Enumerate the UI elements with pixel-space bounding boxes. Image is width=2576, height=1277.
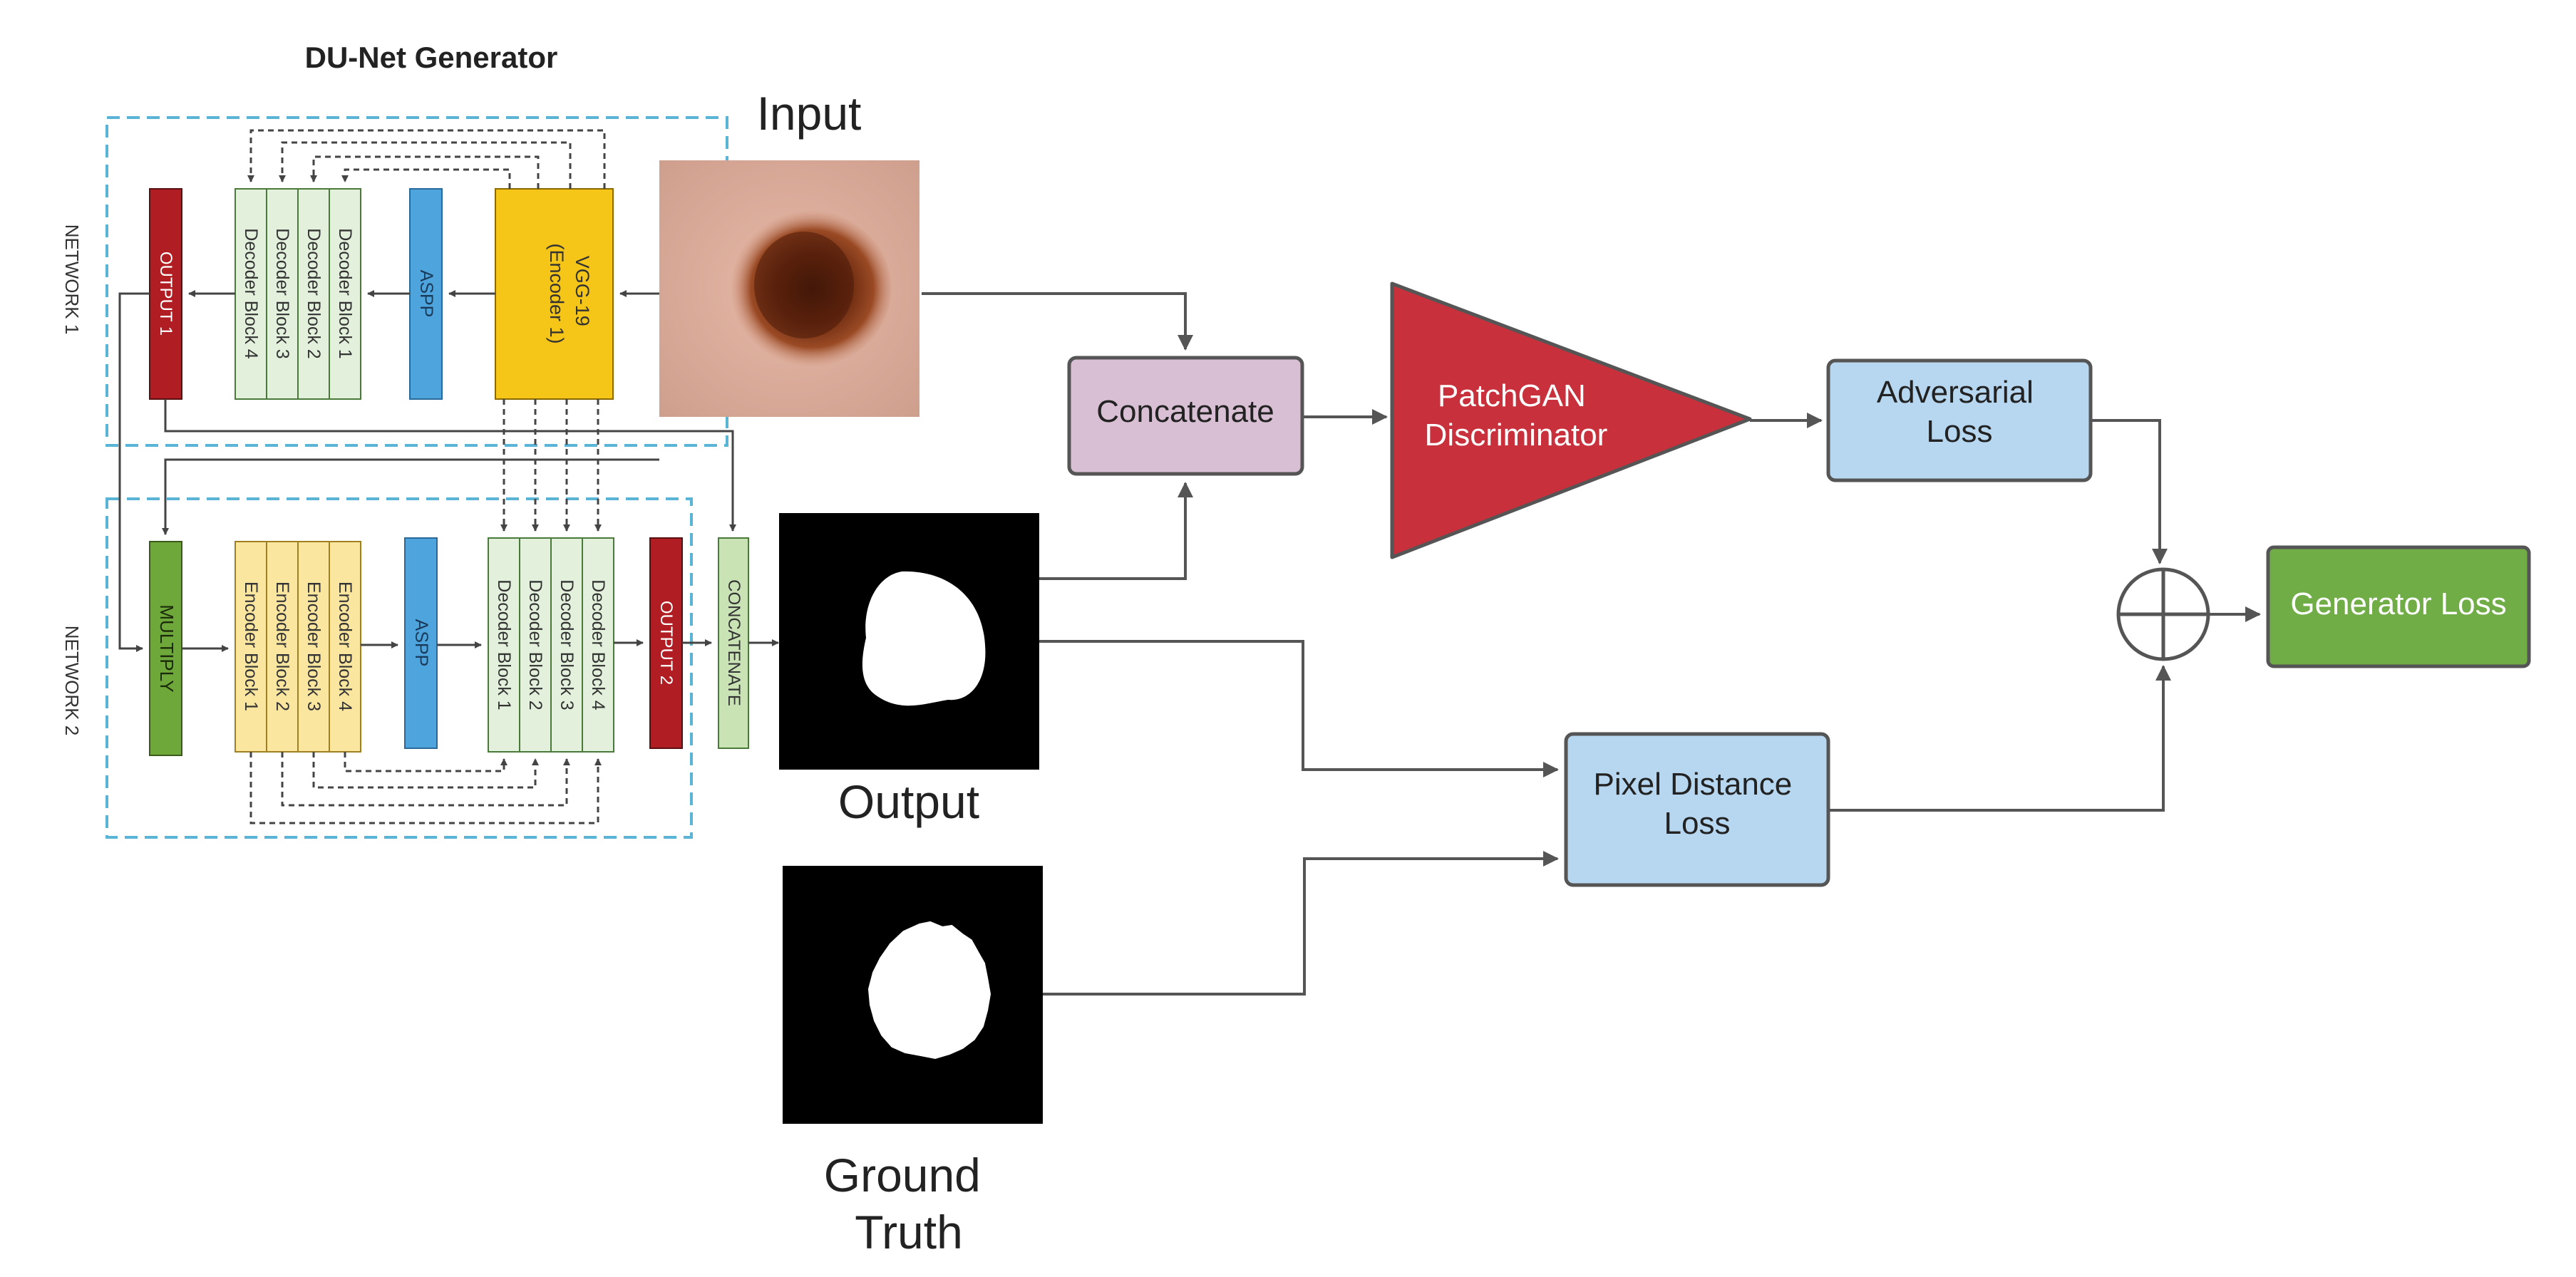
- n2-decoder-block-3: Decoder Block 3: [557, 579, 577, 710]
- output-mask-image: [779, 513, 1039, 770]
- n1-decoder-block-1: Decoder Block 1: [335, 228, 355, 358]
- ground-truth-label: Ground Truth: [824, 1149, 994, 1258]
- encoder1-to-decoder2-connections: [500, 399, 602, 532]
- ground-truth-mask-image: [783, 866, 1043, 1124]
- diagram-title: DU-Net Generator: [305, 41, 558, 74]
- pixel-loss-line-1: Pixel Distance: [1593, 767, 1792, 802]
- patchgan-discriminator: PatchGAN Discriminator: [1390, 281, 1752, 559]
- output2-label: OUTPUT 2: [656, 601, 676, 685]
- network2-skip-connections: [249, 752, 602, 824]
- n1-decoder-block-3: Decoder Block 3: [272, 228, 292, 358]
- network2-label: NETWORK 2: [61, 626, 83, 736]
- network2-encoder-stack: Encoder Block 1 Encoder Block 2 Encoder …: [235, 541, 361, 753]
- multiply-block: MULTIPLY: [149, 541, 182, 756]
- pixel-loss-line-2: Loss: [1664, 806, 1731, 841]
- input-image-label: Input: [757, 87, 862, 140]
- network1-skip-connections: [247, 129, 606, 189]
- concatenate-node: Concatenate: [1067, 356, 1304, 476]
- adversarial-loss-line-1: Adversarial: [1877, 375, 2034, 410]
- gan-connectors: [922, 292, 2261, 996]
- output1-block: OUTPUT 1: [149, 188, 182, 400]
- output1-label: OUTPUT 1: [156, 252, 175, 336]
- network2-concatenate-label: CONCATENATE: [724, 579, 743, 706]
- pixel-distance-loss-node: Pixel Distance Loss: [1564, 732, 1830, 887]
- vgg19-encoder-block: VGG-19 (Encoder 1): [495, 188, 614, 400]
- ground-truth-line-2: Truth: [855, 1206, 963, 1258]
- n2-encoder-block-2: Encoder Block 2: [272, 581, 292, 711]
- n1-decoder-block-4: Decoder Block 4: [241, 228, 261, 359]
- n1-decoder-block-2: Decoder Block 2: [304, 228, 324, 358]
- vgg19-line-2: (Encoder 1): [546, 243, 567, 343]
- adversarial-loss-line-2: Loss: [1927, 414, 1993, 449]
- network1-label: NETWORK 1: [61, 224, 83, 335]
- discriminator-line-2: Discriminator: [1425, 418, 1608, 453]
- generator-loss-node: Generator Loss: [2266, 545, 2531, 668]
- output-image-label: Output: [838, 775, 979, 828]
- discriminator-label: PatchGAN Discriminator: [1425, 378, 1608, 453]
- network2-decoder-stack: Decoder Block 1 Decoder Block 2 Decoder …: [488, 537, 614, 753]
- discriminator-line-1: PatchGAN: [1438, 378, 1586, 413]
- vgg19-line-1: VGG-19: [572, 256, 593, 326]
- n2-decoder-block-1: Decoder Block 1: [494, 579, 514, 710]
- n2-decoder-block-2: Decoder Block 2: [525, 579, 545, 710]
- vgg19-label: VGG-19 (Encoder 1): [546, 243, 593, 343]
- input-skin-image: [659, 160, 919, 417]
- sum-operator-icon: [2116, 567, 2210, 661]
- generator-loss-label: Generator Loss: [2290, 586, 2506, 621]
- adversarial-loss-label: Adversarial Loss: [1877, 375, 2042, 449]
- n2-encoder-block-4: Encoder Block 4: [335, 581, 355, 711]
- n1-aspp-label: ASPP: [416, 270, 436, 318]
- n2-aspp-label: ASPP: [411, 619, 431, 667]
- network2-frame: [105, 497, 693, 839]
- concatenate-node-label: Concatenate: [1096, 394, 1274, 429]
- n2-encoder-block-1: Encoder Block 1: [241, 581, 261, 711]
- n2-encoder-block-3: Encoder Block 3: [304, 581, 324, 711]
- network2-flow-arrows: [118, 292, 779, 652]
- network2-aspp-block: ASPP: [404, 537, 438, 749]
- network1-decoder-stack: Decoder Block 4 Decoder Block 3 Decoder …: [235, 188, 361, 400]
- pixel-loss-label: Pixel Distance Loss: [1593, 767, 1800, 841]
- adversarial-loss-node: Adversarial Loss: [1826, 358, 2093, 482]
- n2-decoder-block-4: Decoder Block 4: [588, 579, 608, 710]
- network2-concatenate-block: CONCATENATE: [718, 537, 749, 749]
- multiply-label: MULTIPLY: [156, 604, 177, 692]
- ground-truth-line-1: Ground: [824, 1149, 981, 1201]
- output2-block: OUTPUT 2: [649, 537, 683, 749]
- network1-aspp-block: ASPP: [409, 188, 443, 400]
